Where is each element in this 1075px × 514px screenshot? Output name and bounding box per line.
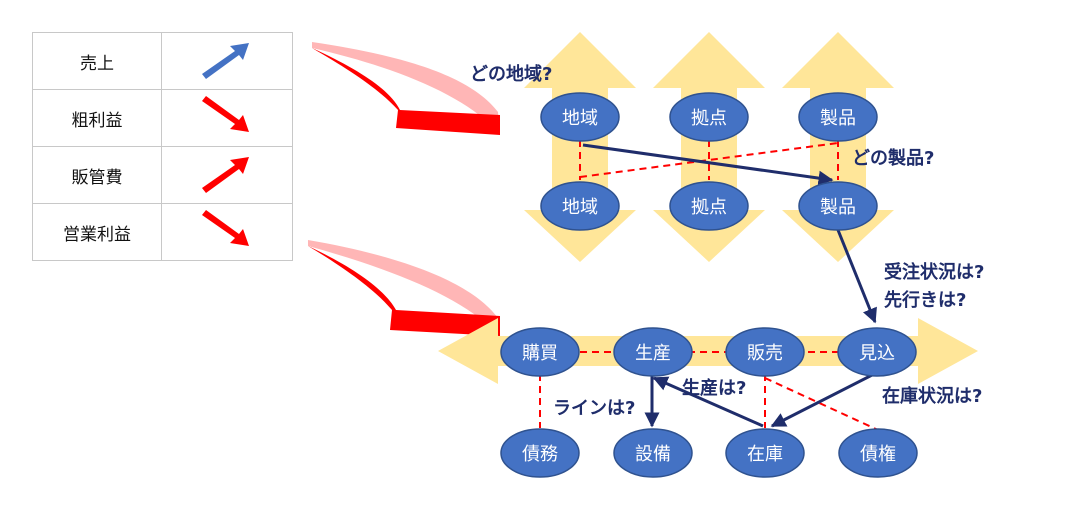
node-region-bottom: 地域 [540, 181, 620, 231]
node-label: 生産 [635, 343, 671, 364]
node-label: 在庫 [747, 444, 783, 465]
horizontal-band-value-chain [438, 318, 978, 384]
node-production: 生産 [613, 327, 693, 377]
trend-up-arrow-icon [161, 32, 293, 90]
node-label: 製品 [820, 108, 856, 129]
node-product-top: 製品 [798, 92, 878, 142]
node-label: 拠点 [691, 108, 727, 129]
node-label: 拠点 [691, 197, 727, 218]
big-curved-arrow-top [312, 42, 500, 135]
node-receivable: 債権 [838, 428, 918, 478]
kpi-label: 販管費 [32, 146, 162, 204]
node-label: 購買 [522, 343, 558, 364]
question-which-product: どの製品? [852, 148, 934, 169]
question-production: 生産は? [682, 377, 746, 399]
node-base-bottom: 拠点 [669, 181, 749, 231]
node-label: 設備 [635, 444, 671, 465]
node-forecast: 見込 [837, 327, 917, 377]
node-label: 債務 [522, 444, 558, 465]
trend-down-arrow-icon [161, 203, 293, 261]
kpi-row-gross-profit: 粗利益 [32, 89, 293, 147]
flow-arrows [582, 143, 879, 428]
node-debt: 債務 [500, 428, 580, 478]
trend-up-arrow-icon [161, 146, 293, 204]
node-label: 製品 [820, 197, 856, 218]
question-outlook: 先行きは? [884, 289, 966, 311]
kpi-row-sga: 販管費 [32, 146, 293, 204]
kpi-label: 粗利益 [32, 89, 162, 147]
node-label: 地域 [562, 108, 598, 129]
kpi-label: 売上 [32, 32, 162, 90]
node-label: 債権 [860, 444, 896, 465]
kpi-row-operating-profit: 営業利益 [32, 203, 293, 261]
question-order-status: 受注状況は? [884, 261, 984, 283]
question-line: ラインは? [553, 398, 635, 419]
node-label: 販売 [747, 343, 783, 364]
node-base-top: 拠点 [669, 92, 749, 142]
question-which-region: どの地域? [470, 63, 552, 85]
node-label: 地域 [562, 197, 598, 218]
node-equipment: 設備 [613, 428, 693, 478]
node-product-bottom: 製品 [798, 181, 878, 231]
kpi-table: 売上 粗利益 販管費 営業利益 [32, 32, 293, 261]
question-inventory-status: 在庫状況は? [882, 385, 982, 407]
node-sales: 販売 [725, 327, 805, 377]
node-label: 見込 [859, 343, 895, 364]
node-inventory: 在庫 [725, 428, 805, 478]
node-region-top: 地域 [540, 92, 620, 142]
big-curved-arrow-bottom [308, 240, 500, 338]
kpi-row-sales: 売上 [32, 32, 293, 90]
node-purchase: 購買 [500, 327, 580, 377]
kpi-label: 営業利益 [32, 203, 162, 261]
